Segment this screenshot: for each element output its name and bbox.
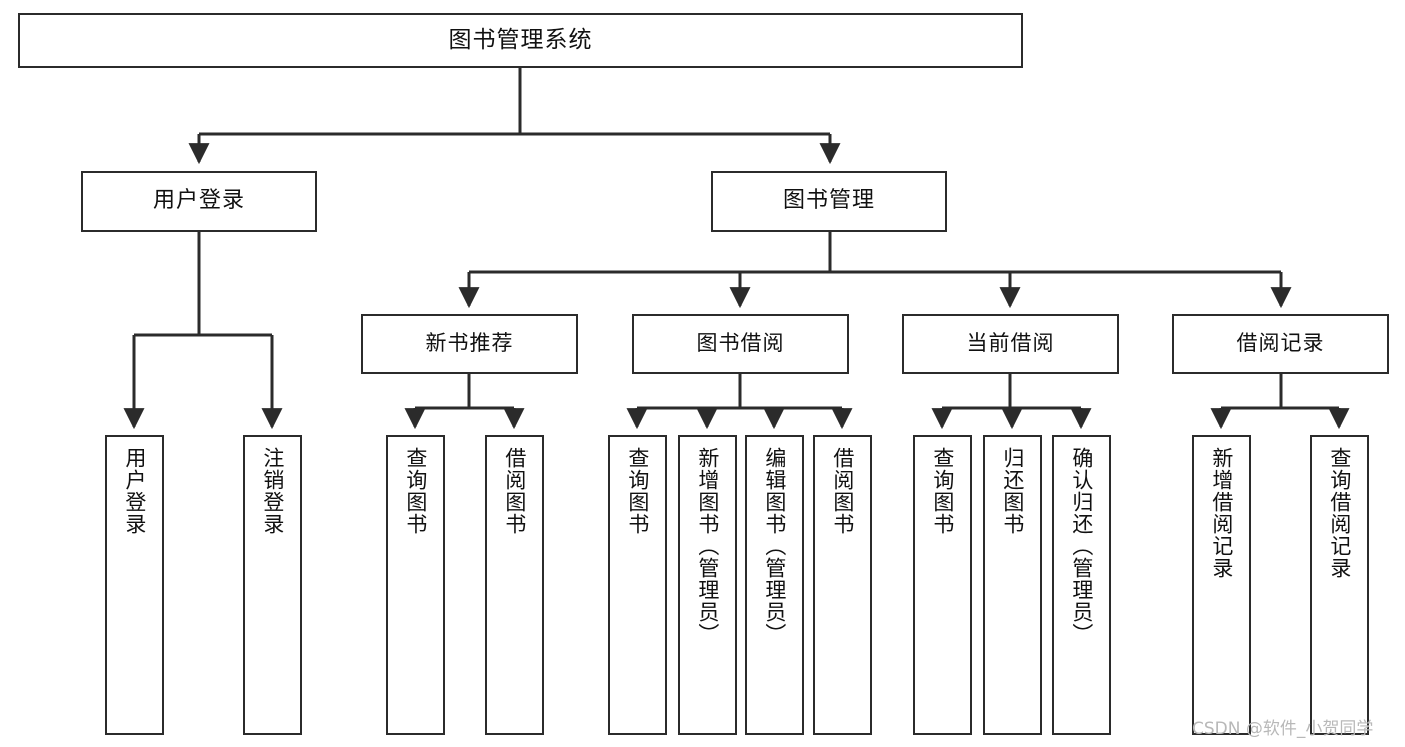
- leaf-node[interactable]: 编辑图书（管理员）: [745, 435, 804, 735]
- node-root-label: 图书管理系统: [448, 26, 593, 53]
- leaf-node[interactable]: 借阅图书: [485, 435, 544, 735]
- node-book-borrow[interactable]: 图书借阅: [632, 314, 849, 374]
- csdn-watermark: CSDN @软件_小贺同学: [1192, 719, 1374, 739]
- leaf-node-label: 确认归还（管理员）: [1069, 447, 1094, 645]
- leaf-node-label: 借阅图书: [502, 447, 527, 535]
- leaf-node[interactable]: 新增图书（管理员）: [678, 435, 737, 735]
- node-new-book-recommend-label: 新书推荐: [425, 331, 514, 356]
- node-book-borrow-label: 图书借阅: [696, 331, 785, 356]
- leaf-node-label: 查询图书: [930, 447, 955, 535]
- leaf-node-label: 查询借阅记录: [1327, 447, 1352, 579]
- leaf-node-label: 新增借阅记录: [1209, 447, 1234, 579]
- node-root[interactable]: 图书管理系统: [18, 13, 1023, 68]
- leaf-node[interactable]: 新增借阅记录: [1192, 435, 1251, 735]
- node-book-management-label: 图书管理: [782, 188, 875, 214]
- leaf-node-label: 编辑图书（管理员）: [762, 447, 787, 645]
- node-current-borrow[interactable]: 当前借阅: [902, 314, 1119, 374]
- leaf-node[interactable]: 借阅图书: [813, 435, 872, 735]
- node-book-management[interactable]: 图书管理: [711, 171, 947, 232]
- leaf-node[interactable]: 用户登录: [105, 435, 164, 735]
- leaf-node-label: 用户登录: [122, 447, 147, 535]
- leaf-node-label: 查询图书: [403, 447, 428, 535]
- node-borrow-record[interactable]: 借阅记录: [1172, 314, 1389, 374]
- leaf-node[interactable]: 查询图书: [608, 435, 667, 735]
- node-user-login[interactable]: 用户登录: [81, 171, 317, 232]
- node-new-book-recommend[interactable]: 新书推荐: [361, 314, 578, 374]
- node-borrow-record-label: 借阅记录: [1236, 331, 1325, 356]
- leaf-node[interactable]: 查询借阅记录: [1310, 435, 1369, 735]
- leaf-node[interactable]: 查询图书: [913, 435, 972, 735]
- leaf-node-label: 新增图书（管理员）: [695, 447, 720, 645]
- leaf-node[interactable]: 注销登录: [243, 435, 302, 735]
- leaf-node[interactable]: 确认归还（管理员）: [1052, 435, 1111, 735]
- node-user-login-label: 用户登录: [152, 188, 245, 214]
- leaf-node[interactable]: 查询图书: [386, 435, 445, 735]
- leaf-node-label: 归还图书: [1000, 447, 1025, 535]
- node-current-borrow-label: 当前借阅: [966, 331, 1055, 356]
- leaf-node-label: 注销登录: [260, 447, 285, 535]
- leaf-node-label: 借阅图书: [830, 447, 855, 535]
- leaf-node[interactable]: 归还图书: [983, 435, 1042, 735]
- leaf-node-label: 查询图书: [625, 447, 650, 535]
